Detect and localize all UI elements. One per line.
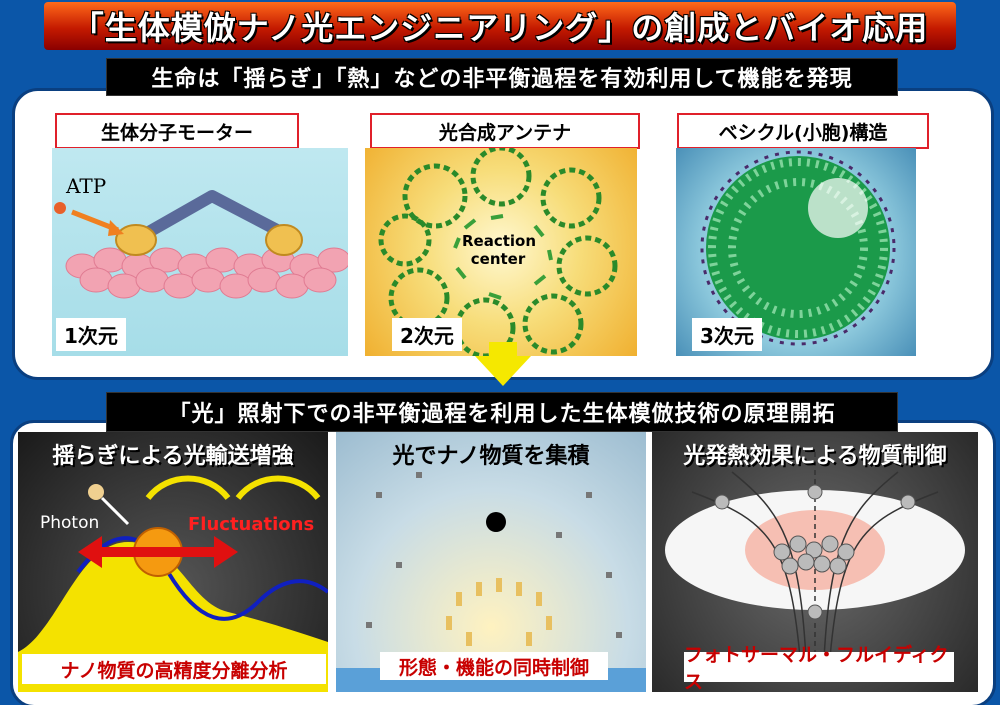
label-vesicle-text: ベシクル(小胞)構造 (718, 121, 888, 144)
label-molecular-motor-text: 生体分子モーター (100, 121, 253, 144)
fluctuation-image (18, 432, 328, 692)
photon-label: Photon (40, 513, 100, 533)
label-molecular-motor: 生体分子モーター (55, 113, 299, 149)
caption-photothermal: フォトサーマル・フルイディクス (684, 644, 954, 693)
dimension-3d: 3次元 (692, 318, 762, 351)
vesicle-image (676, 148, 916, 356)
banner-top: 生命は「揺らぎ」「熱」などの非平衡過程を有効利用して機能を発現 (106, 58, 898, 96)
label-antenna-text: 光合成アンテナ (438, 121, 572, 144)
reaction-center-label: Reaction center (462, 232, 537, 268)
caption-photothermal-text: フォトサーマル・フルイディクス (684, 644, 949, 693)
fluctuations-label: Fluctuations (188, 514, 315, 535)
banner-top-text: 生命は「揺らぎ」「熱」などの非平衡過程を有効利用して機能を発現 (151, 67, 853, 92)
photothermal-title: 光発熱効果による物質制御 (683, 444, 947, 469)
label-antenna: 光合成アンテナ (370, 113, 640, 149)
caption-control: 形態・機能の同時制御 (380, 652, 608, 680)
photothermal-illustration (665, 452, 965, 683)
banner-bottom-text: 「光」照射下での非平衡過程を利用した生体模倣技術の原理開拓 (168, 402, 836, 427)
banner-bottom: 「光」照射下での非平衡過程を利用した生体模倣技術の原理開拓 (106, 392, 898, 432)
fluctuation-illustration (18, 475, 328, 692)
fluctuation-title: 揺らぎによる光輸送増強 (52, 444, 294, 469)
label-vesicle: ベシクル(小胞)構造 (677, 113, 929, 149)
caption-separation: ナノ物質の高精度分離分析 (22, 654, 326, 684)
down-arrow-icon (475, 356, 531, 386)
dimension-2d: 2次元 (392, 318, 462, 351)
title-bar: 「生体模倣ナノ光エンジニアリング」の創成とバイオ応用 (44, 2, 956, 50)
caption-control-text: 形態・機能の同時制御 (398, 656, 589, 679)
reaction-center-line2: center (470, 250, 526, 268)
down-arrow-stem (489, 342, 517, 358)
assembly-title: 光でナノ物質を集積 (392, 444, 590, 469)
caption-separation-text: ナノ物質の高精度分離分析 (60, 659, 288, 682)
page-title: 「生体模倣ナノ光エンジニアリング」の創成とバイオ応用 (71, 9, 929, 47)
reaction-center-line1: Reaction (462, 232, 537, 250)
vesicle-illustration (700, 150, 896, 346)
atp-label: ATP (66, 174, 107, 198)
dimension-1d: 1次元 (56, 318, 126, 351)
photothermal-image (652, 432, 978, 692)
molecular-motor-illustration (54, 190, 348, 299)
